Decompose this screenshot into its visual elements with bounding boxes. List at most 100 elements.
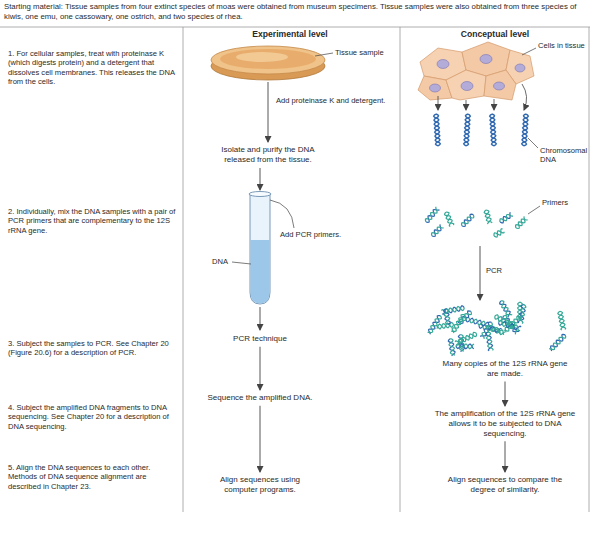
- leader-line: [315, 53, 333, 56]
- drawing-part: [466, 100, 467, 110]
- node-text: Many copies of the 12S rRNA gene are mad…: [437, 359, 573, 379]
- process-text: Align sequences to compare the degree of…: [435, 474, 575, 496]
- dna-strand: [428, 316, 442, 333]
- drawing-part: [0, 27, 590, 28]
- dna-strand: [486, 332, 493, 351]
- column-heading: Experimental level: [190, 29, 390, 39]
- process-text: Sequence the amplified DNA.: [205, 392, 315, 404]
- dna-strand: [494, 231, 504, 237]
- node-text: 4. Subject the amplified DNA fragments t…: [8, 403, 176, 431]
- part-label: Tissue sample: [335, 48, 395, 57]
- drawing-part: [400, 27, 401, 512]
- dna-strand: [432, 224, 441, 236]
- drawing-part: [480, 55, 492, 64]
- dna-strand: [466, 317, 488, 327]
- dna-strand: [499, 321, 521, 331]
- tissue-cells: [418, 42, 534, 100]
- part-label: Chromosomal DNA: [540, 146, 586, 164]
- step-text: 3. Subject the samples to PCR. See Chapt…: [6, 338, 178, 359]
- process-text: Many copies of the 12S rRNA gene are mad…: [435, 358, 575, 380]
- dna-strand: [432, 227, 444, 236]
- dna-strand: [455, 334, 477, 344]
- dna-strand: [494, 229, 503, 236]
- dna-strand: [549, 335, 566, 350]
- dna-strand: [456, 344, 474, 349]
- dna-strand: [437, 323, 454, 329]
- process-arrow: [260, 168, 261, 190]
- process-arrow: [268, 82, 269, 142]
- process-label: PCR: [486, 266, 516, 275]
- dna-strand: [464, 114, 471, 146]
- flow-arrow: [260, 347, 261, 390]
- process-arrow: [438, 84, 527, 110]
- dna-strand: [444, 309, 451, 325]
- step-text: 5. Align the DNA sequences to each other…: [6, 462, 178, 492]
- drawing-part: [522, 84, 527, 110]
- dna-strand: [501, 301, 513, 315]
- step-note: Add PCR primers.: [280, 230, 350, 239]
- drawing-part: [494, 82, 505, 90]
- flow-arrow: [505, 441, 506, 472]
- dna-strand: [462, 214, 473, 226]
- flow-arrow: [260, 406, 261, 472]
- dna-strand: [451, 315, 465, 332]
- dna-strand: [500, 212, 510, 223]
- node-text: Isolate and purify the DNA released from…: [210, 145, 326, 165]
- node-text: 3. Subject the samples to PCR. See Chapt…: [8, 339, 176, 358]
- drawing-part: [236, 52, 288, 62]
- process-text: Isolate and purify the DNA released from…: [208, 144, 328, 166]
- dna-strand: [452, 315, 464, 334]
- drawing-part: [494, 99, 495, 110]
- dna-strand: [551, 334, 566, 351]
- flow-arrow: [505, 382, 506, 407]
- drawing-part: [446, 70, 486, 100]
- dna-strand: [437, 323, 454, 329]
- dna-strand: [434, 114, 441, 146]
- process-text: Align sequences using computer programs.: [205, 474, 315, 496]
- node-text: Sequence the amplified DNA.: [207, 393, 313, 403]
- part-label: Primers: [542, 198, 586, 207]
- dna-strand: [466, 318, 489, 326]
- dna-strand: [456, 344, 474, 349]
- part-label: DNA: [212, 257, 232, 266]
- dna-strand: [490, 114, 497, 146]
- dna-strand: [516, 219, 528, 228]
- leader-line: [232, 262, 251, 264]
- drawing-part: [249, 192, 271, 197]
- step-text: 2. Individually, mix the DNA samples wit…: [6, 206, 178, 236]
- dna-strand: [446, 212, 452, 227]
- leader-line: [522, 48, 536, 55]
- dna-strand: [425, 207, 437, 222]
- dna-strand: [487, 332, 494, 351]
- dna-strand: [522, 114, 528, 146]
- drawing-part: [437, 60, 449, 69]
- leader-line: [270, 200, 294, 228]
- figure-title: Starting material: Tissue samples from f…: [4, 2, 586, 21]
- step-text: 1. For cellular samples, treat with prot…: [6, 48, 178, 88]
- dna-strand: [485, 210, 491, 224]
- leader-line: [528, 138, 538, 148]
- dna-strand: [522, 114, 529, 146]
- dna-strand: [519, 305, 526, 324]
- drawing-part: [430, 84, 441, 92]
- node-text: PCR technique: [207, 334, 313, 344]
- node-text: 2. Individually, mix the DNA samples wit…: [8, 207, 176, 235]
- process-arrow: [260, 307, 261, 330]
- column-heading: Conceptual level: [405, 29, 585, 39]
- drawing-part: [183, 27, 184, 512]
- dna-strand: [500, 215, 513, 223]
- node-text: Align sequences using computer programs.: [207, 475, 313, 495]
- drawing-part: [251, 240, 270, 304]
- dna-strand: [558, 311, 565, 330]
- dna-strand: [462, 215, 474, 226]
- dna-strand: [516, 216, 525, 228]
- step-text: 4. Subject the amplified DNA fragments t…: [6, 402, 178, 432]
- dna-strand: [434, 114, 440, 146]
- node-text: 5. Align the DNA sequences to each other…: [8, 463, 176, 491]
- dna-strand: [490, 114, 496, 146]
- node-text: Align sequences to compare the degree of…: [437, 475, 573, 495]
- step-note: Add proteinase K and detergent.: [276, 96, 394, 105]
- drawing-part: [589, 27, 590, 512]
- node-text: 1. For cellular samples, treat with prot…: [8, 49, 176, 87]
- dna-strand: [464, 114, 470, 146]
